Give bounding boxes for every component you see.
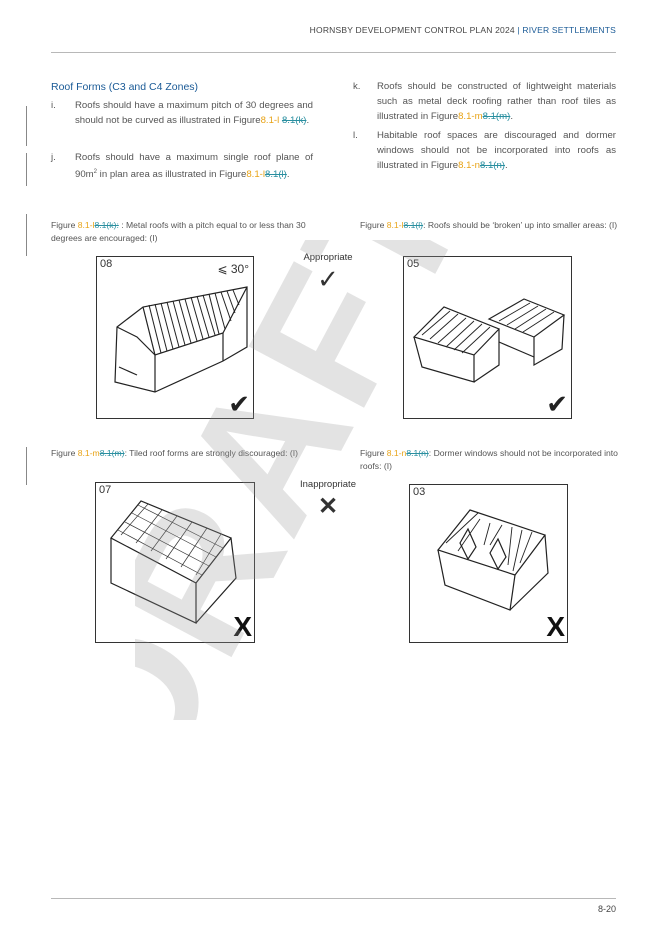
figure-number: 03	[413, 486, 426, 498]
new-figure-ref: 8.1-l	[260, 115, 280, 126]
deleted-colon: :	[116, 220, 119, 230]
rejected-cross-icon: X	[233, 611, 252, 642]
caption-prefix: Figure	[51, 448, 78, 458]
new-figure-ref: 8.1-l	[386, 220, 404, 230]
section-title: RIVER SETTLEMENTS	[522, 25, 616, 35]
inappropriate-banner: Inappropriate ✕	[290, 479, 366, 520]
list-item-i: i. Roofs should have a maximum pitch of …	[51, 98, 313, 128]
list-item-l: l. Habitable roof spaces are discouraged…	[353, 128, 616, 173]
figure-dormer-roof: 03 X	[409, 484, 568, 643]
caption-tail: : (I)	[144, 233, 158, 243]
section-heading: Roof Forms (C3 and C4 Zones)	[51, 81, 199, 93]
change-bar	[26, 214, 27, 256]
item-end: .	[306, 115, 310, 126]
document-title: HORNSBY DEVELOPMENT CONTROL PLAN 2024	[309, 25, 515, 35]
deleted-figure-ref: 8.1(n)	[479, 160, 505, 171]
item-text: Roofs should be constructed of lightweig…	[377, 81, 616, 122]
caption-colon: :	[428, 448, 432, 458]
list-item-j: j. Roofs should have a maximum single ro…	[51, 150, 313, 182]
caption-text: Tiled roof forms are strongly discourage…	[126, 448, 286, 458]
deleted-figure-ref: 8.1(m)	[99, 448, 125, 458]
approved-check-icon: ✔	[546, 389, 568, 419]
figure-number: 05	[407, 258, 420, 270]
figure-metal-roof: 08 ⩽ 30° ✔	[96, 256, 254, 419]
list-marker: j.	[51, 152, 56, 163]
deleted-figure-ref: 8.1(l)	[265, 169, 287, 181]
broken-roofs-sketch	[412, 298, 566, 383]
figure-broken-roofs: 05 ✔	[403, 256, 572, 419]
caption-prefix: Figure	[360, 448, 387, 458]
caption-tail: : (I)	[379, 461, 392, 471]
item-text: Roofs should have a maximum single roof …	[75, 152, 313, 181]
caption-text: Roofs should be ‘broken’ up into smaller…	[425, 220, 605, 230]
caption-prefix: Figure	[360, 220, 387, 230]
figure-caption: Figure 8.1-m8.1(m): Tiled roof forms are…	[51, 447, 311, 460]
list-marker: l.	[353, 130, 358, 141]
rejected-cross-icon: X	[546, 611, 565, 642]
list-item-k: k. Roofs should be constructed of lightw…	[353, 79, 616, 124]
cross-icon: ✕	[317, 493, 339, 520]
new-figure-ref: 8.1-n	[386, 448, 407, 458]
dormer-roof-sketch	[436, 509, 549, 611]
appropriate-label: Appropriate	[303, 252, 353, 263]
figure-caption: Figure 8.1-l8.1(k): : Metal roofs with a…	[51, 219, 311, 245]
new-figure-ref: 8.1-l	[77, 220, 95, 230]
deleted-figure-ref: 8.1(k)	[94, 220, 117, 230]
running-header: HORNSBY DEVELOPMENT CONTROL PLAN 2024 | …	[310, 25, 616, 35]
list-marker: i.	[51, 100, 56, 111]
figure-caption: Figure 8.1-n8.1(n): Dormer windows shoul…	[360, 447, 620, 473]
figure-number: 08	[100, 258, 113, 270]
metal-roof-sketch	[114, 286, 248, 393]
caption-prefix: Figure	[51, 220, 78, 230]
superscript: 2	[93, 169, 98, 175]
header-rule	[51, 52, 616, 53]
figure-caption: Figure 8.1-l8.1(l): Roofs should be ‘bro…	[360, 219, 620, 232]
footer-rule	[51, 898, 616, 899]
change-bar	[26, 106, 27, 146]
page-number: 8-20	[597, 904, 616, 914]
change-bar	[26, 447, 27, 485]
deleted-figure-ref: 8.1(l)	[403, 220, 424, 230]
caption-text: Dormer windows should not be incorporate…	[360, 448, 618, 471]
deleted-figure-ref: 8.1(k)	[281, 115, 307, 126]
caption-colon: :	[423, 220, 426, 230]
deleted-figure-ref: 8.1(n)	[406, 448, 429, 458]
header-separator: |	[517, 25, 520, 35]
new-figure-ref: 8.1-n	[458, 160, 480, 171]
figure-tiled-roof: 07 X	[95, 482, 255, 643]
caption-tail: : (I)	[604, 220, 618, 230]
inappropriate-label: Inappropriate	[300, 479, 356, 490]
new-figure-ref: 8.1-m	[77, 448, 100, 458]
item-text: Roofs should have a maximum pitch of 30 …	[75, 100, 313, 126]
tick-icon: ✓	[317, 264, 339, 294]
figure-number: 07	[99, 484, 112, 496]
caption-text: : Metal roofs with a pitch equal to or l…	[51, 220, 306, 243]
tiled-roof-sketch	[110, 500, 237, 624]
item-text: in plan area as illustrated in Figure	[97, 169, 247, 181]
new-figure-ref: 8.1-l	[246, 169, 266, 181]
item-text: Habitable roof spaces are discouraged an…	[377, 130, 616, 171]
change-bar	[26, 153, 27, 186]
item-end: .	[510, 111, 513, 122]
new-figure-ref: 8.1-m	[458, 111, 483, 122]
pitch-label: ⩽ 30°	[217, 262, 249, 276]
list-marker: k.	[353, 81, 361, 92]
item-end: .	[286, 169, 290, 181]
caption-tail: : (I)	[285, 448, 298, 458]
caption-colon: :	[124, 448, 127, 458]
appropriate-banner: Appropriate ✓	[292, 252, 364, 293]
item-end: .	[505, 160, 508, 171]
deleted-figure-ref: 8.1(m)	[482, 111, 511, 122]
approved-check-icon: ✔	[228, 389, 250, 419]
